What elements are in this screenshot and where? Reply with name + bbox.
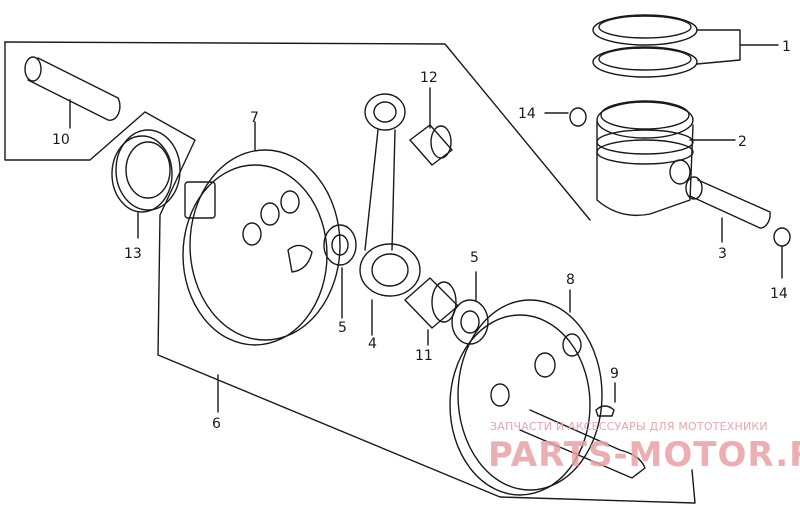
oil-seal: [111, 129, 181, 239]
flywheel-right: [449, 289, 646, 496]
clips: [544, 107, 791, 279]
piston-pin: [685, 176, 771, 243]
washer-right: [451, 271, 489, 345]
label-needle-bearing-lower: 11: [415, 348, 433, 364]
label-piston: 2: [738, 134, 747, 150]
crank-pin: [24, 56, 121, 129]
watermark-tagline: ЗАПЧАСТИ И АКСЕССУАРЫ ДЛЯ МОТОТЕХНИКИ: [490, 420, 768, 433]
connecting-rod: [359, 93, 421, 336]
needle-bearing-lower: [404, 277, 459, 346]
woodruff-key: [595, 382, 616, 417]
washer-left: [323, 224, 357, 319]
label-flywheel-left: 7: [250, 110, 259, 126]
part-labels: 1 2 3 4 5 5 6 7 8 9 10 11 12 13 14 14: [52, 39, 791, 432]
label-piston-pin: 3: [718, 246, 727, 262]
label-washer-left: 5: [338, 320, 347, 336]
label-flywheel-right: 8: [566, 272, 575, 288]
label-washer-right: 5: [470, 250, 479, 266]
label-woodruff-key: 9: [610, 366, 619, 382]
watermark-site: PARTS-MOTOR.RU: [488, 435, 800, 475]
label-crankshaft-assembly: 6: [212, 416, 221, 432]
piston: [596, 100, 736, 217]
label-clip-right: 14: [770, 286, 788, 302]
label-clip-left: 14: [518, 106, 536, 122]
label-piston-rings: 1: [782, 39, 791, 55]
label-connecting-rod: 4: [368, 336, 377, 352]
assembly-outline-6: [4, 41, 696, 504]
label-oil-seal: 13: [124, 246, 142, 262]
flywheel-left: [182, 121, 341, 346]
needle-bearing-upper: [409, 87, 453, 166]
piston-rings: [592, 14, 779, 78]
label-needle-bearing-upper: 12: [420, 70, 438, 86]
watermark: ЗАПЧАСТИ И АКСЕССУАРЫ ДЛЯ МОТОТЕХНИКИ PA…: [488, 420, 800, 475]
label-crank-pin: 10: [52, 132, 70, 148]
